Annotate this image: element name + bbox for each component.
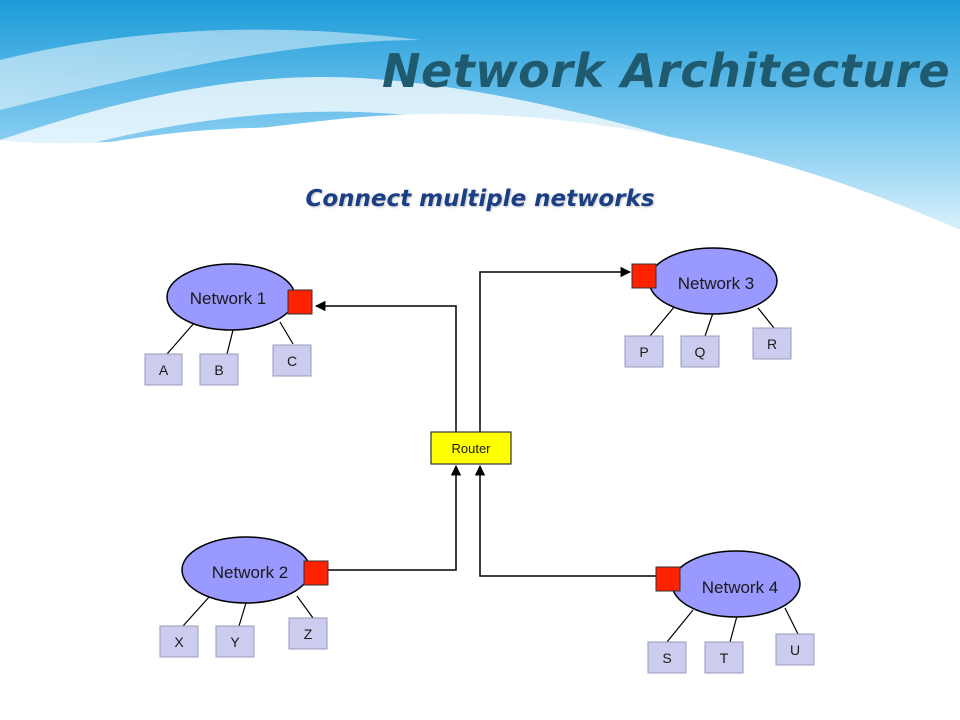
network-1: Network 1 A B C (144, 263, 313, 386)
host-x: X (159, 625, 199, 658)
connector-lines (314, 266, 656, 577)
svg-text:C: C (287, 353, 297, 369)
svg-text:X: X (174, 634, 184, 650)
svg-text:Q: Q (695, 344, 706, 360)
svg-text:A: A (159, 362, 169, 378)
link-network-2-router (328, 464, 462, 571)
host-s: S (647, 641, 687, 674)
host-c: C (272, 344, 312, 377)
host-links (166, 305, 799, 643)
svg-text:R: R (767, 336, 777, 352)
svg-text:Z: Z (304, 626, 313, 642)
host-b: B (199, 353, 239, 386)
network-2-port (303, 560, 329, 586)
network-4: Network 4 S T U (647, 550, 815, 674)
link-network-1-router (314, 300, 462, 442)
svg-text:T: T (720, 650, 729, 666)
svg-text:Y: Y (230, 634, 240, 650)
host-u: U (775, 633, 815, 666)
router-label: Router (451, 441, 491, 456)
link-network-3-router (474, 266, 632, 442)
network-4-port (655, 566, 681, 592)
slide-subtitle: Connect multiple networks (305, 186, 655, 212)
svg-text:S: S (662, 650, 671, 666)
slide-title: Network Architecture (382, 44, 951, 98)
svg-text:U: U (790, 642, 800, 658)
host-q: Q (680, 335, 720, 368)
host-a: A (144, 353, 183, 386)
network-3-port (631, 263, 657, 289)
host-z: Z (288, 617, 328, 650)
host-y: Y (215, 625, 255, 658)
network-1-port (287, 289, 313, 315)
svg-text:B: B (214, 362, 223, 378)
router: Router (430, 431, 512, 465)
network-1-label: Network 1 (190, 289, 267, 308)
link-network-4-router (474, 464, 656, 577)
host-p: P (624, 335, 664, 368)
network-3: Network 3 P Q R (624, 247, 792, 368)
svg-text:P: P (639, 344, 648, 360)
host-r: R (752, 327, 792, 360)
network-3-label: Network 3 (678, 274, 755, 293)
network-4-label: Network 4 (702, 578, 779, 597)
network-2: Network 2 X Y Z (159, 536, 329, 658)
host-t: T (704, 641, 744, 674)
network-2-label: Network 2 (212, 563, 289, 582)
